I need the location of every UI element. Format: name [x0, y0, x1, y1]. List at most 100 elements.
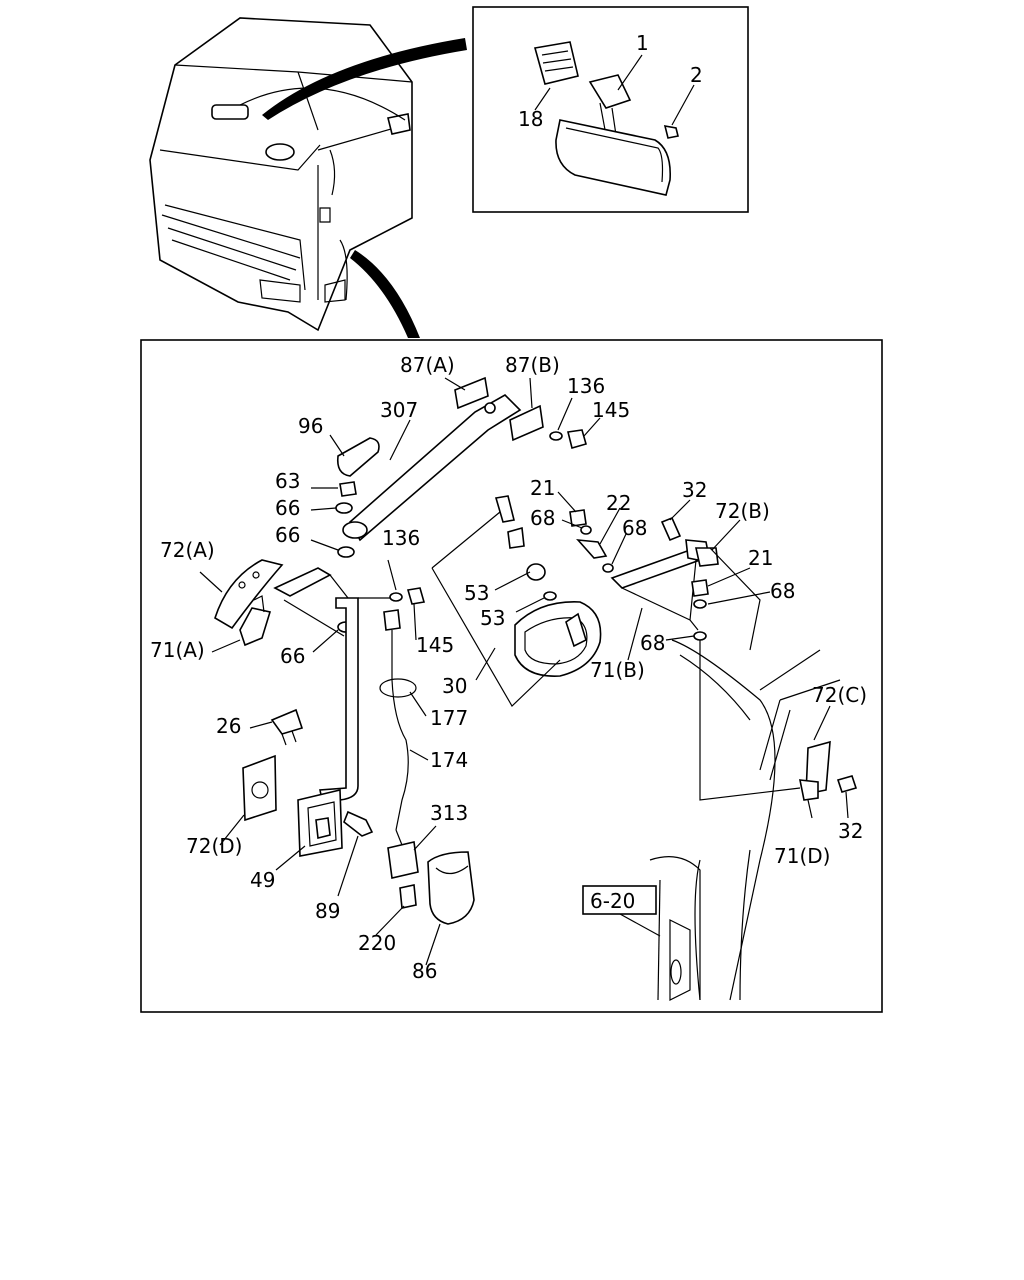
inner-mirror-part [555, 119, 672, 196]
bolt-89-part [343, 810, 374, 837]
bracket-22-part [576, 539, 608, 559]
callout-21a: 21 [530, 476, 555, 500]
callout-32a: 32 [682, 478, 707, 502]
pointer-arrow-top [262, 38, 467, 120]
callout-68a: 68 [530, 506, 555, 530]
callout-18: 18 [518, 107, 543, 131]
connector-313-part [387, 841, 419, 879]
callout-53a: 53 [464, 581, 489, 605]
callout-21b: 21 [748, 546, 773, 570]
right-mirror-arm-assembly [610, 499, 801, 801]
inset-frame [472, 6, 749, 213]
callout-89: 89 [315, 899, 340, 923]
inner-mirror-group [533, 41, 695, 196]
callout-1: 1 [636, 31, 649, 55]
plate-72d-part [242, 754, 277, 822]
bolt-32b-part [836, 775, 858, 793]
callout-72c: 72(C) [812, 683, 867, 707]
callout-68d: 68 [640, 631, 665, 655]
callout-66b: 66 [275, 523, 300, 547]
bracket-72a-part [214, 559, 284, 630]
bulb-96-part [336, 437, 380, 477]
reference-leader [619, 913, 661, 937]
nut-145b-part [406, 587, 426, 605]
callout-68c: 68 [770, 579, 795, 603]
washer-68d-part [693, 631, 707, 641]
callout-22: 22 [606, 491, 631, 515]
bracket-72b-part [695, 547, 719, 567]
bolt-32a-part [660, 516, 682, 542]
mirror-screw-part [663, 124, 679, 139]
detail-frame [140, 339, 883, 1013]
callout-145b: 145 [416, 633, 454, 657]
pointer-arrow-bottom [350, 250, 420, 338]
arm-71b-part [610, 549, 702, 589]
callout-71a: 71(A) [150, 638, 205, 662]
callout-87a: 87(A) [400, 353, 455, 377]
callout-66a: 66 [275, 496, 300, 520]
clamp-177-part [379, 678, 417, 698]
callout-63: 63 [275, 469, 300, 493]
callout-313: 313 [430, 801, 468, 825]
callout-71d: 71(D) [774, 844, 830, 868]
reference-box [582, 885, 657, 915]
callout-136b: 136 [382, 526, 420, 550]
cap-63-part [339, 481, 357, 497]
callout-66c: 66 [280, 644, 305, 668]
washer-136b-part [389, 592, 403, 602]
bolt-upper-part [494, 495, 515, 523]
washer-68b-part [602, 563, 614, 573]
washer-53a-part [526, 563, 546, 581]
mirror-bracket-part [588, 74, 632, 109]
cab-body-outline [649, 639, 841, 1001]
wiring-harness-group [358, 559, 475, 966]
washer-68a-part [580, 525, 592, 535]
callout-26: 26 [216, 714, 241, 738]
nut-21a-part [569, 509, 587, 527]
truck-cab-illustration [149, 17, 413, 332]
washer-66b-part [337, 546, 355, 558]
lower-bracket-group [799, 705, 858, 819]
lamp-and-washers [310, 434, 380, 653]
callout-32b: 32 [838, 819, 863, 843]
callout-72d: 72(D) [186, 834, 242, 858]
reference-label: 6-20 [590, 889, 635, 913]
callout-177: 177 [430, 706, 468, 730]
center-mirror-group [431, 491, 627, 707]
left-mirror-arm-assembly [199, 559, 374, 897]
cover-86-part [427, 851, 475, 925]
washer-68c-part [693, 599, 707, 609]
connector-220-part [399, 884, 417, 909]
callout-220: 220 [358, 931, 396, 955]
callout-2: 2 [690, 63, 703, 87]
callout-68b: 68 [622, 516, 647, 540]
washer-136-part [549, 431, 563, 441]
callout-72a: 72(A) [160, 538, 215, 562]
callout-49: 49 [250, 868, 275, 892]
arm-49-part [273, 567, 332, 597]
washer-66a-part [335, 502, 353, 514]
callout-71b: 71(B) [590, 658, 645, 682]
nut-21b-part [691, 579, 709, 597]
clip-26-part [270, 708, 304, 735]
callout-307: 307 [380, 398, 418, 422]
mirror-30-part [514, 601, 602, 677]
mirror-pad-part [533, 41, 579, 85]
bracket-71d-part [799, 779, 819, 801]
callout-174: 174 [430, 748, 468, 772]
bracket-71a-part [239, 607, 272, 647]
callout-87b: 87(B) [505, 353, 560, 377]
stay-assembly [342, 376, 601, 542]
plate-87b-part [509, 404, 544, 442]
callout-145a: 145 [592, 398, 630, 422]
callout-72b: 72(B) [715, 499, 770, 523]
callout-136a: 136 [567, 374, 605, 398]
callout-30: 30 [442, 674, 467, 698]
callout-96: 96 [298, 414, 323, 438]
washer-53b-part [543, 591, 557, 601]
nut-145-part [567, 429, 587, 449]
callout-86: 86 [412, 959, 437, 983]
plate-87a-part [454, 376, 489, 410]
stay-307-part [348, 394, 522, 542]
